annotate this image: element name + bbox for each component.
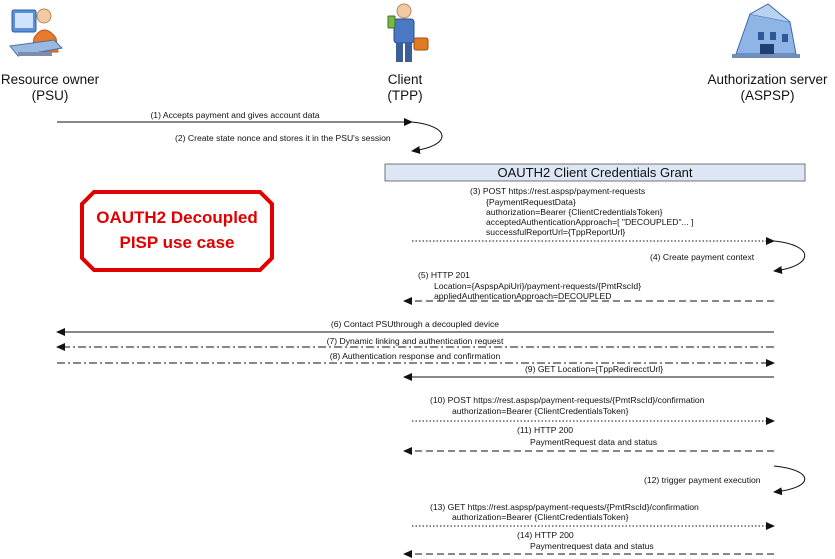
- step-14-label: (14) HTTP 200: [517, 530, 574, 540]
- step-1-label: (1) Accepts payment and gives account da…: [150, 110, 319, 120]
- actor-role: (ASPSP): [740, 88, 795, 103]
- step-9-label: (9) GET Location={TppRedirecctUrl}: [525, 364, 663, 374]
- step-3-line: successfulReportUrl={TppReportUrl}: [486, 227, 625, 237]
- use-case-octagon: [80, 190, 274, 272]
- step-8-label: (8) Authentication response and confirma…: [330, 351, 501, 361]
- actor-role: (PSU): [31, 88, 69, 103]
- step-6-label: (6) Contact PSUthrough a decoupled devic…: [331, 319, 499, 329]
- step-12-arrow: [773, 465, 805, 496]
- step-3-line: {PaymentRequestData}: [486, 197, 576, 207]
- step-10-line: authorization=Bearer {ClientCredentialsT…: [452, 406, 629, 416]
- step-11-line: PaymentRequest data and status: [530, 437, 657, 447]
- actor-name: Authorization server: [707, 72, 828, 87]
- step-13-line: authorization=Bearer {ClientCredentialsT…: [452, 512, 629, 522]
- step-5-label: (5) HTTP 201: [418, 270, 470, 280]
- grant-banner-title: OAUTH2 Client Credentials Grant: [497, 165, 692, 180]
- use-case-callout: OAUTH2 Decoupled PISP use case: [82, 193, 272, 269]
- step-10-label: (10) POST https://rest.aspsp/payment-req…: [430, 395, 705, 405]
- actor-psu-label: Resource owner (PSU): [0, 72, 105, 104]
- actor-name: Resource owner: [0, 72, 100, 87]
- actor-aspsp-label: Authorization server (ASPSP): [700, 72, 835, 104]
- actor-name: Client: [387, 72, 423, 87]
- use-case-line2: PISP use case: [119, 233, 235, 252]
- step-3-label: (3) POST https://rest.aspsp/payment-requ…: [470, 186, 645, 196]
- bank-building-icon: [732, 3, 800, 58]
- user-at-computer-icon: [9, 8, 64, 57]
- step-4-arrow: [773, 240, 805, 274]
- actor-role: (TPP): [387, 88, 423, 103]
- step-4-label: (4) Create payment context: [650, 252, 755, 262]
- step-5-line: appliedAuthenticationApproach=DECOUPLED: [434, 291, 611, 301]
- step-13-label: (13) GET https://rest.aspsp/payment-requ…: [430, 502, 699, 512]
- step-5-line: Location={AspspApiUri}/payment-requests/…: [434, 281, 641, 291]
- use-case-line1: OAUTH2 Decoupled: [96, 208, 258, 227]
- businessman-with-phone-icon: [387, 3, 429, 62]
- step-3-line: acceptedAuthenticationApproach=[ "DECOUP…: [486, 217, 693, 227]
- step-3-line: authorization=Bearer {ClientCredentialsT…: [486, 207, 663, 217]
- step-7-label: (7) Dynamic linking and authentication r…: [327, 336, 504, 346]
- step-11-label: (11) HTTP 200: [517, 425, 573, 435]
- actor-tpp-label: Client (TPP): [365, 72, 445, 104]
- step-12-label: (12) trigger payment execution: [644, 475, 761, 485]
- grant-banner: [384, 163, 806, 182]
- step-2-arrow: [411, 121, 443, 154]
- step-14-line: Paymentrequest data and status: [530, 541, 654, 551]
- step-2-label: (2) Create state nonce and stores it in …: [175, 133, 391, 143]
